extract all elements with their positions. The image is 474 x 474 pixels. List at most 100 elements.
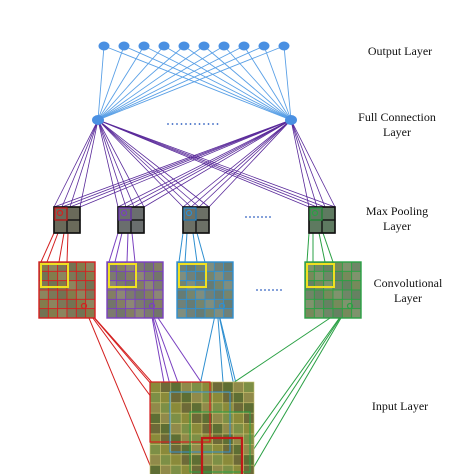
conv-map-cell: [143, 308, 155, 319]
input-map-cell: [222, 392, 234, 404]
conv-map-cell: [195, 308, 206, 319]
conv-map-cell: [85, 308, 96, 319]
input-map-cell: [232, 412, 244, 424]
conv-map-cell: [313, 298, 325, 310]
input-map-cell: [170, 412, 182, 424]
conv-map-cell: [213, 308, 225, 319]
pool-to-fc-edge: [290, 119, 326, 208]
input-map-cell: [191, 454, 203, 466]
max-pooling-layer-maps: [53, 206, 336, 234]
fc-ellipsis-dot: [167, 123, 169, 125]
fc-to-output-edge: [97, 45, 185, 121]
input-to-conv-edge: [229, 305, 349, 386]
output-node: [178, 41, 190, 51]
conv-ellipsis-dot: [264, 289, 266, 291]
input-to-conv-edge: [149, 305, 171, 386]
conv-map-cell: [75, 270, 87, 282]
conv-to-pool-edge: [131, 232, 136, 263]
conv-map-cell: [57, 289, 68, 300]
input-map-cell: [170, 454, 182, 466]
output-node: [218, 41, 230, 51]
conv-to-pool-edge: [66, 232, 69, 263]
conv-map-marker: [80, 302, 88, 310]
conv-ellipsis-dot: [276, 289, 278, 291]
conv-map-cell: [223, 298, 234, 310]
pool-to-fc-edge: [97, 119, 210, 208]
conv-to-pool-edge: [196, 232, 206, 263]
conv-to-pool-edge: [178, 232, 184, 263]
pool-map-highlight: [309, 207, 323, 221]
input-map-cell: [243, 423, 255, 435]
pool-to-fc-edge: [79, 119, 99, 208]
fully-connected-nodes: [92, 41, 297, 125]
conv-map-cell: [213, 280, 225, 291]
conv-map-cell: [213, 261, 225, 272]
conv-map-cell: [176, 308, 187, 319]
input-map-cell: [232, 381, 244, 393]
input-layer-map: [149, 381, 255, 474]
conv-map-cell: [153, 270, 164, 282]
input-map-cell: [170, 464, 182, 474]
conv-map-cell: [323, 289, 334, 300]
conv-map-cell: [313, 270, 325, 282]
pool-to-fc-edge: [53, 119, 292, 208]
input-map-cell: [191, 392, 203, 404]
pool-to-fc-edge: [61, 119, 99, 208]
fc-to-output-edge: [97, 45, 285, 121]
conv-map-cell: [153, 261, 164, 272]
conv-ellipsis-dot: [268, 289, 270, 291]
input-map-cell: [149, 402, 161, 414]
output-node: [98, 41, 110, 51]
conv-map-cell: [66, 308, 77, 319]
fc-ellipsis-dot: [185, 123, 187, 125]
input-map-cell: [191, 423, 203, 435]
conv-map-cell: [204, 308, 215, 319]
pool-ellipsis-dot: [265, 216, 267, 218]
conv-map-cell: [304, 289, 315, 300]
conv-ellipsis-dot: [272, 289, 274, 291]
conv-map-cell: [75, 289, 87, 300]
pool-to-fc-edge: [190, 119, 292, 208]
pool-to-fc-edge: [290, 119, 318, 208]
pool-to-fc-edge: [97, 119, 135, 208]
pool-map-border: [117, 206, 145, 234]
input-map-cell: [191, 381, 203, 393]
input-layer-label: Input Layer: [371, 399, 429, 413]
input-map-cell: [160, 381, 172, 393]
conv-map-cell: [85, 261, 96, 272]
input-to-conv-edge: [251, 305, 349, 471]
pool-map-highlight: [54, 207, 68, 221]
conv-map-cell: [351, 261, 362, 272]
fc-ellipsis-dot: [216, 123, 219, 125]
conv-map-cell: [313, 308, 325, 319]
pool-to-fc-edge: [69, 119, 99, 208]
conv-map-cell: [143, 270, 155, 282]
pool-to-fc-edge: [97, 119, 200, 208]
pool-to-fc-edge: [198, 119, 292, 208]
conv-to-pool-edge: [192, 232, 198, 263]
conv-map-cell: [106, 289, 117, 300]
input-map-cell: [160, 423, 172, 435]
input-map-cell: [243, 444, 255, 456]
input-map-cell: [191, 433, 203, 445]
input-map-cell: [243, 392, 255, 404]
pool-to-fc-edge: [97, 119, 127, 208]
conv-pooling-window: [40, 263, 69, 288]
input-map-cell: [212, 464, 224, 474]
conv-map-cell: [75, 261, 87, 272]
conv-map-cell: [143, 261, 155, 272]
output-node: [158, 41, 170, 51]
pool-map-border: [182, 206, 210, 234]
input-map-cell: [180, 381, 192, 393]
input-map-cell: [191, 444, 203, 456]
conv-map-cell: [223, 289, 234, 300]
input-map-cell: [222, 381, 234, 393]
pool-to-fc-edge: [97, 119, 184, 208]
fc-ellipsis-dot: [203, 123, 205, 125]
pool-to-fc-edge: [290, 119, 310, 208]
input-highlight-window: [200, 436, 244, 474]
input-map-cell: [201, 454, 213, 466]
conv-map-cell: [204, 298, 215, 310]
output-node: [138, 41, 150, 51]
input-to-conv-edge: [251, 305, 349, 441]
